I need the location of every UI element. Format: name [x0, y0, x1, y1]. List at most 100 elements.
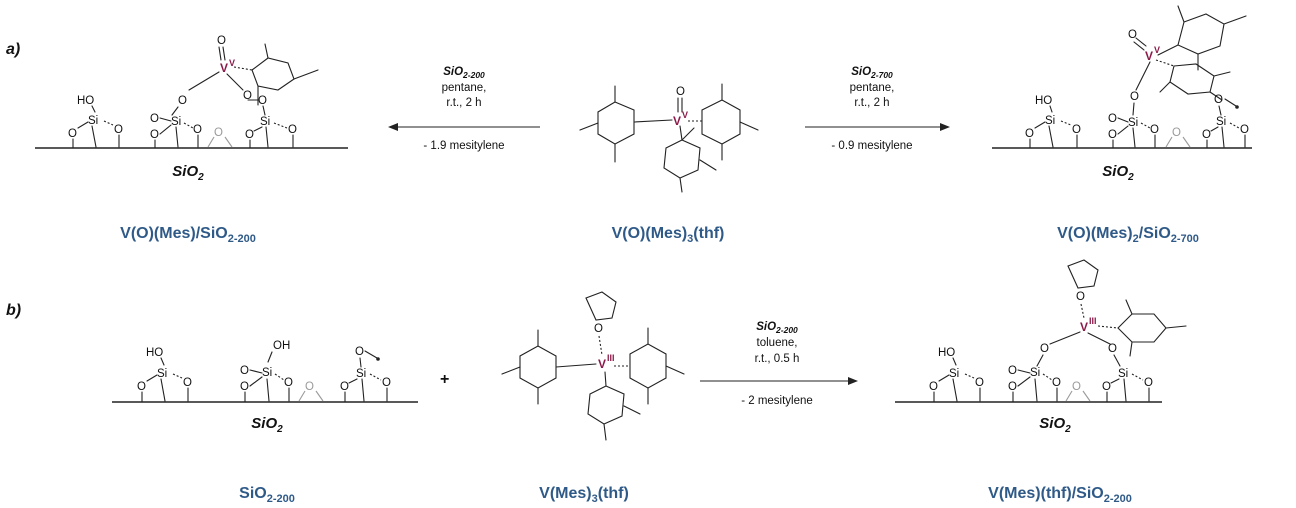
panel-label-b: b) — [6, 302, 21, 319]
oxygen-label: O — [1214, 94, 1223, 106]
oxygen-label: O — [305, 381, 314, 393]
oxygen-label: O — [1202, 129, 1211, 141]
conditions-label: r.t., 2 h — [854, 97, 889, 109]
silicon-label: Si — [1118, 368, 1128, 380]
reagent-vmes3thf: O V III — [501, 291, 685, 441]
vanadium-label: V — [220, 61, 228, 75]
hydroxyl-label: HO — [77, 95, 94, 107]
product-b-right: HO Si O O Si O O O O O Si O O O — [895, 259, 1187, 403]
oxygen-label: O — [1072, 381, 1081, 393]
oxygen-label: O — [1108, 343, 1117, 355]
support-label: SiO2 — [1039, 415, 1071, 435]
oxygen-label: O — [243, 90, 252, 102]
plus-sign: + — [440, 371, 449, 388]
product-a-left: HO Si O O Si O O O O O Si O O O — [35, 35, 348, 149]
mesityl-ring — [587, 385, 625, 425]
reagent-vomes3: O V V — [579, 83, 759, 193]
vanadium-oxidation-state: III — [607, 353, 615, 363]
oxygen-label: O — [975, 377, 984, 389]
byproduct-label: - 1.9 mesitylene — [423, 140, 504, 152]
solvent-label: toluene, — [757, 337, 798, 349]
silicon-label: Si — [171, 116, 181, 128]
hydroxyl-label: HO — [1035, 95, 1052, 107]
compound-name-b-left: SiO2-200 — [239, 485, 295, 505]
oxygen-label: O — [183, 377, 192, 389]
thf-oxygen-label: O — [1076, 291, 1085, 303]
oxygen-label: O — [1144, 377, 1153, 389]
mesityl-ring — [251, 57, 295, 91]
silicon-label: Si — [1128, 117, 1138, 129]
support-label: SiO2 — [1102, 163, 1134, 183]
hydroxyl-label: HO — [146, 347, 163, 359]
oxygen-label: O — [68, 128, 77, 140]
vanadium-oxidation-state: III — [1089, 316, 1097, 326]
compound-name-a-left: V(O)(Mes)/SiO2-200 — [120, 225, 256, 245]
oxygen-label: O — [1108, 129, 1117, 141]
mesityl-ring — [1177, 13, 1225, 55]
reagent-label: SiO2-200 — [756, 321, 798, 335]
hydroxyl-label: OH — [273, 340, 290, 352]
oxygen-label: O — [245, 129, 254, 141]
oxygen-label: O — [1008, 365, 1017, 377]
support-b-left: HO Si O O OH Si O O O O Si O O O — [112, 340, 418, 403]
mesityl-ring — [519, 345, 557, 389]
hydroxyl-label: HO — [938, 347, 955, 359]
compound-name-a-right: V(O)(Mes)2/SiO2-700 — [1057, 225, 1199, 245]
oxygen-label: O — [1040, 343, 1049, 355]
oxygen-label: O — [137, 381, 146, 393]
product-a-right: HO Si O O Si O O O O O Si O O O — [992, 5, 1252, 149]
conditions-label: r.t., 0.5 h — [755, 353, 800, 365]
oxygen-label: O — [340, 381, 349, 393]
vanadium-label: V — [673, 114, 681, 128]
silicon-label: Si — [1045, 115, 1055, 127]
oxygen-label: O — [284, 377, 293, 389]
reaction-arrow-a-right: SiO2-700 pentane, r.t., 2 h - 0.9 mesity… — [805, 66, 950, 152]
compound-name-b-right: V(Mes)(thf)/SiO2-200 — [988, 485, 1132, 505]
silicon-label: Si — [262, 367, 272, 379]
silicon-label: Si — [260, 116, 270, 128]
oxygen-label: O — [1102, 381, 1111, 393]
mesityl-ring — [1117, 313, 1167, 343]
reaction-arrow-a-left: SiO2-200 pentane, r.t., 2 h - 1.9 mesity… — [388, 66, 540, 152]
mesityl-ring — [597, 101, 635, 145]
solvent-label: pentane, — [442, 82, 487, 94]
oxygen-label: O — [1025, 128, 1034, 140]
oxo-oxygen-label: O — [217, 35, 226, 47]
byproduct-label: - 0.9 mesitylene — [831, 140, 912, 152]
compound-name-b-mid: V(Mes)3(thf) — [539, 485, 629, 505]
oxygen-label: O — [355, 346, 364, 358]
panel-label-a: a) — [6, 41, 20, 58]
oxygen-label: O — [193, 124, 202, 136]
oxygen-label: O — [1108, 113, 1117, 125]
mesityl-ring — [1169, 63, 1215, 95]
oxygen-label: O — [382, 377, 391, 389]
oxo-oxygen-label: O — [1128, 29, 1137, 41]
oxygen-label: O — [1008, 381, 1017, 393]
conditions-label: r.t., 2 h — [446, 97, 481, 109]
oxygen-label: O — [1072, 124, 1081, 136]
oxygen-label: O — [258, 95, 267, 107]
oxygen-label: O — [1150, 124, 1159, 136]
compound-name-a-mid: V(O)(Mes)3(thf) — [612, 225, 725, 245]
radical-dot — [1235, 105, 1239, 109]
oxygen-label: O — [1052, 377, 1061, 389]
vanadium-oxidation-state: V — [1154, 45, 1160, 55]
oxygen-label: O — [288, 124, 297, 136]
support-label: SiO2 — [251, 415, 283, 435]
vanadium-label: V — [1145, 49, 1153, 63]
oxygen-label: O — [1240, 124, 1249, 136]
oxygen-label: O — [240, 365, 249, 377]
silicon-label: Si — [1030, 367, 1040, 379]
reagent-label: SiO2-200 — [443, 66, 485, 80]
thf-ring — [1067, 259, 1099, 289]
silicon-label: Si — [157, 368, 167, 380]
silicon-label: Si — [88, 115, 98, 127]
support-label: SiO2 — [172, 163, 204, 183]
oxygen-label: O — [114, 124, 123, 136]
solvent-label: pentane, — [850, 82, 895, 94]
mesityl-ring — [629, 343, 667, 389]
thf-ring — [585, 291, 617, 321]
oxygen-label: O — [214, 127, 223, 139]
vanadium-oxidation-state: V — [229, 58, 235, 68]
